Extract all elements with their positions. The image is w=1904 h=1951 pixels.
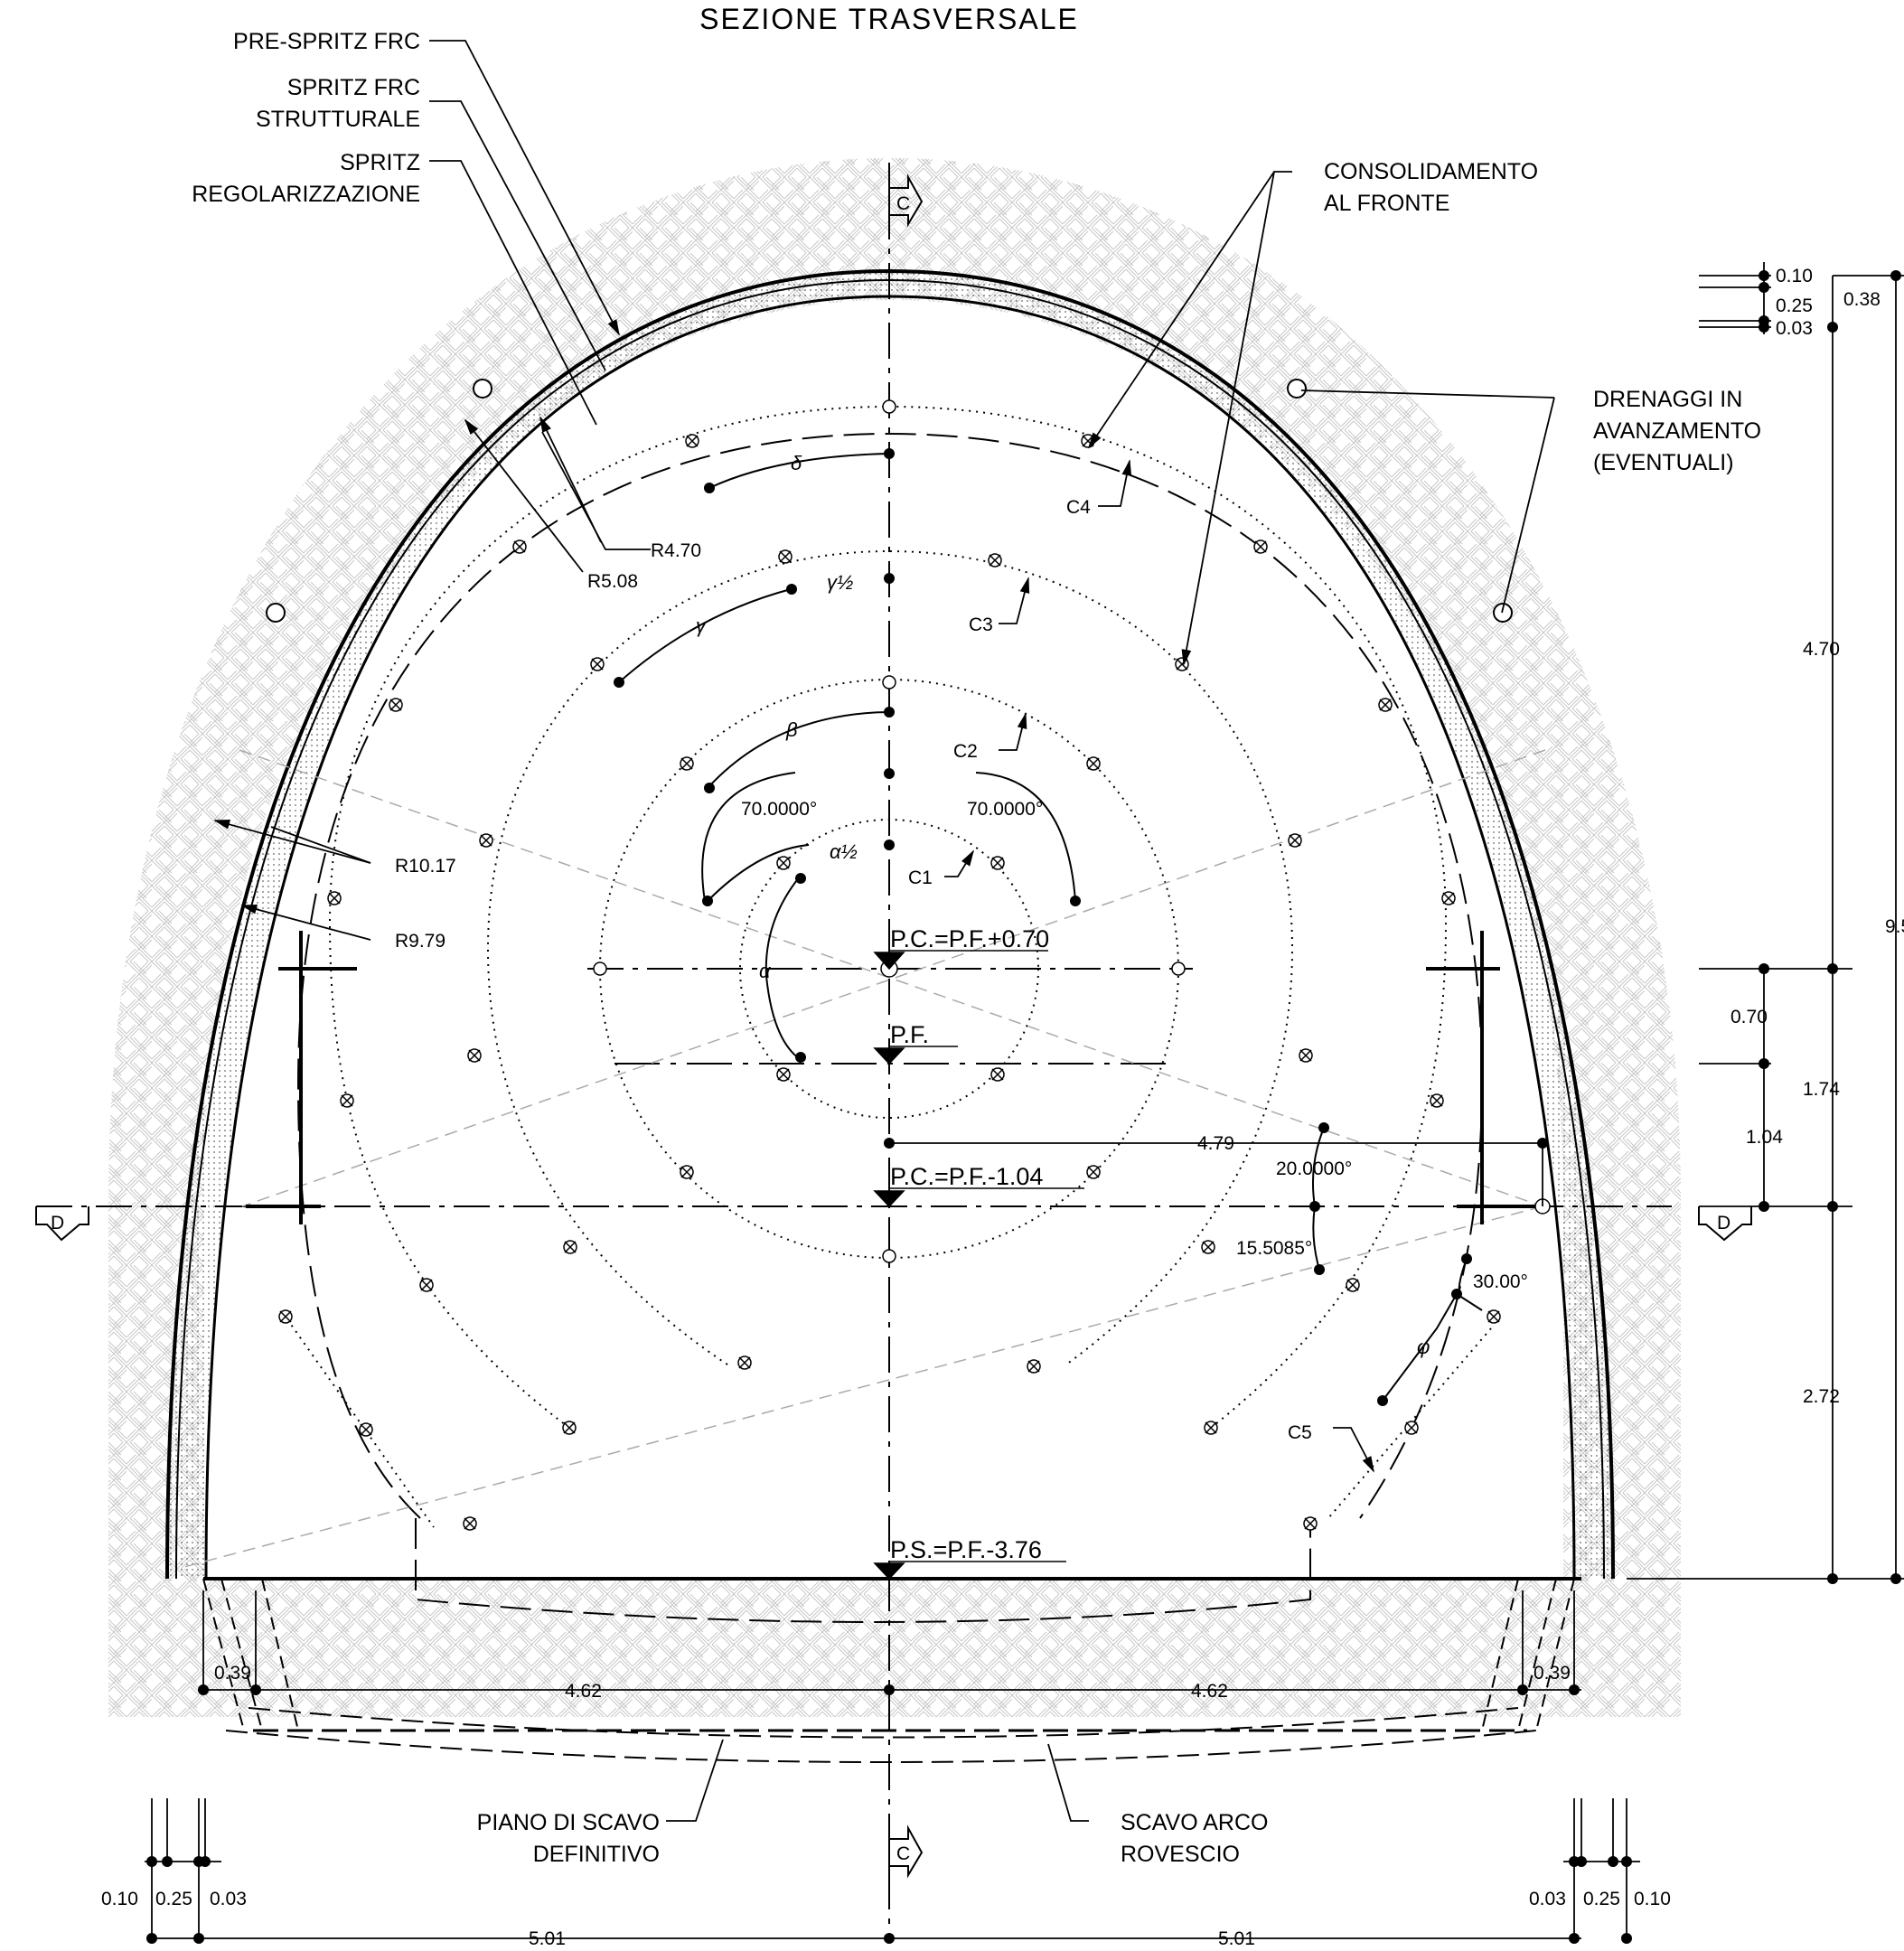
label-spritz-reg-1: SPRITZ <box>340 150 420 175</box>
section-mark-c-bottom <box>888 1816 924 1889</box>
dimension-dots <box>146 270 1901 1944</box>
label-drenaggi-3: (EVENTUALI) <box>1593 450 1734 475</box>
dim-003-top: 0.03 <box>1776 318 1813 339</box>
label-consolidamento-1: CONSOLIDAMENTO <box>1324 159 1538 184</box>
level-underlines <box>889 950 1084 1562</box>
radius-r508: R5.08 <box>587 571 638 592</box>
greek-gamma: γ <box>696 614 708 637</box>
steel-ribs <box>246 931 1536 1224</box>
dim-501-left: 5.01 <box>529 1928 566 1949</box>
greek-alpha: α <box>759 960 772 982</box>
dim-039-left: 0.39 <box>214 1663 251 1684</box>
leader-lines <box>213 40 1555 1822</box>
dim-501-right: 5.01 <box>1218 1928 1255 1949</box>
phi-leader <box>1382 1293 1483 1402</box>
ring-label-c1: C1 <box>908 868 933 888</box>
label-piano-scavo-1: PIANO DI SCAVO <box>477 1810 660 1835</box>
dim-010-top: 0.10 <box>1776 266 1813 286</box>
dim-95: 9.5 <box>1885 916 1904 937</box>
dim-003-bottom-right: 0.03 <box>1529 1889 1566 1909</box>
label-spritz-reg-2: REGOLARIZZAZIONE <box>192 182 420 207</box>
radius-r1017: R10.17 <box>395 856 456 877</box>
label-pre-spritz: PRE-SPRITZ FRC <box>233 29 420 54</box>
side-dashed-left <box>202 1578 299 1731</box>
label-consolidamento-2: AL FRONTE <box>1324 191 1449 216</box>
radius-r979: R9.79 <box>395 931 446 952</box>
label-drenaggi-2: AVANZAMENTO <box>1593 418 1761 444</box>
greek-phi: φ <box>1417 1336 1430 1358</box>
level-ps: P.S.=P.F.-3.76 <box>890 1536 1042 1563</box>
angle-arcs <box>618 453 1468 1295</box>
greek-alpha-half: α½ <box>830 840 858 863</box>
section-d-left-letter: D <box>51 1213 64 1233</box>
dim-462-right: 4.62 <box>1191 1681 1228 1702</box>
label-drenaggi-1: DRENAGGI IN <box>1593 387 1742 412</box>
level-pf: P.F. <box>890 1021 929 1048</box>
ring-c3 <box>486 549 1294 1365</box>
ring-label-c3: C3 <box>969 614 993 635</box>
invert-dashed-2 <box>248 1707 1519 1739</box>
angle-70-right: 70.0000° <box>967 799 1043 820</box>
dim-462-left: 4.62 <box>565 1681 602 1702</box>
dim-025-top: 0.25 <box>1776 295 1813 316</box>
bolt-markers <box>278 434 1501 1531</box>
ring-label-c4: C4 <box>1066 497 1091 518</box>
greek-gamma-half: γ½ <box>827 571 853 594</box>
level-triangles <box>873 952 905 1580</box>
dim-039-right: 0.39 <box>1534 1663 1571 1684</box>
section-mark-d-left <box>35 1206 89 1242</box>
label-scavo-arco-2: ROVESCIO <box>1121 1842 1240 1867</box>
level-pc-plus: P.C.=P.F.+0.70 <box>890 925 1049 952</box>
radius-r470: R4.70 <box>651 540 701 561</box>
ring-label-c2: C2 <box>953 741 978 762</box>
dim-003-bottom-left: 0.03 <box>210 1889 247 1909</box>
section-c-bottom-letter: C <box>896 1843 910 1864</box>
side-dashed-right <box>1481 1578 1575 1731</box>
drawing-title: SEZIONE TRASVERSALE <box>699 3 1079 35</box>
label-piano-scavo-2: DEFINITIVO <box>533 1842 660 1867</box>
label-spritz-frc-2: STRUTTURALE <box>256 107 420 132</box>
level-pc-minus: P.C.=P.F.-1.04 <box>890 1163 1043 1190</box>
angle-30: 30.00° <box>1473 1271 1528 1292</box>
drain-circles <box>266 379 1513 623</box>
angle-70-left: 70.0000° <box>741 799 817 820</box>
dim-070: 0.70 <box>1730 1007 1768 1027</box>
tunnel-interior <box>203 300 1563 1579</box>
construction-lines <box>180 749 1546 1569</box>
dim-272: 2.72 <box>1803 1386 1840 1407</box>
dim-025-bottom-right: 0.25 <box>1583 1889 1620 1909</box>
dim-104: 1.04 <box>1746 1127 1783 1148</box>
angle-20: 20.0000° <box>1276 1158 1352 1179</box>
label-spritz-frc-1: SPRITZ FRC <box>287 75 420 100</box>
greek-delta: δ <box>791 452 802 474</box>
dim-010-bottom-left: 0.10 <box>101 1889 138 1909</box>
dim-010-bottom-right: 0.10 <box>1634 1889 1671 1909</box>
dim-025-bottom-left: 0.25 <box>155 1889 192 1909</box>
label-scavo-arco-1: SCAVO ARCO <box>1121 1810 1268 1835</box>
dim-479: 4.79 <box>1197 1133 1234 1154</box>
invert-dashed <box>225 1730 1537 1763</box>
section-d-right-letter: D <box>1717 1213 1730 1233</box>
greek-beta: β <box>785 718 798 741</box>
angle-dots <box>614 448 1548 1406</box>
angle-15: 15.5085° <box>1236 1238 1312 1259</box>
dim-174: 1.74 <box>1803 1079 1840 1100</box>
ring-label-c5: C5 <box>1288 1422 1312 1443</box>
dim-470: 4.70 <box>1803 639 1840 660</box>
dim-038: 0.38 <box>1843 289 1881 310</box>
section-mark-c-top <box>888 163 924 239</box>
section-c-top-letter: C <box>896 193 910 214</box>
section-mark-d-right <box>1698 1206 1752 1242</box>
